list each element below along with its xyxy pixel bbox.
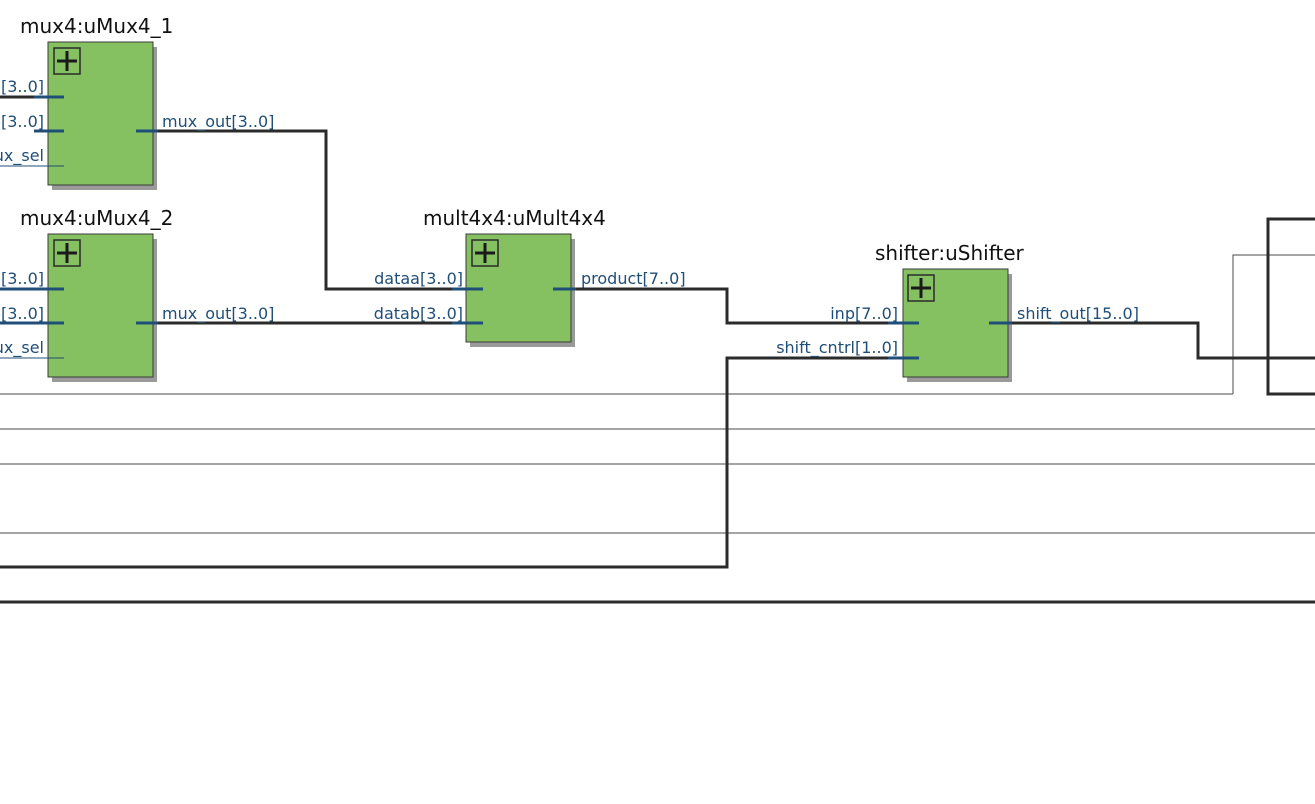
bus-wire-right-loop — [1266, 217, 1315, 396]
port-label-dataa: dataa[3..0] — [374, 269, 463, 288]
port-label-b: b[3..0] — [0, 304, 44, 323]
plus-icon[interactable] — [53, 239, 81, 267]
port-label-mux-sel: mux_sel — [0, 338, 44, 358]
port-label-mux-out: mux_out[3..0] — [162, 112, 274, 132]
block-shifter-ushifter[interactable]: shifter:uShifter inp[7..0] shift_cntrl[1… — [776, 241, 1139, 382]
port-label-datab: datab[3..0] — [374, 304, 463, 323]
thin-wire — [1232, 254, 1315, 394]
block-title: mux4:uMux4_2 — [20, 206, 173, 230]
port-label-mux-out: mux_out[3..0] — [162, 304, 274, 324]
port-label-a: a[3..0] — [0, 77, 44, 96]
port-label-mux-sel: mux_sel — [0, 146, 44, 166]
block-title: shifter:uShifter — [875, 241, 1025, 265]
block-title: mux4:uMux4_1 — [20, 14, 173, 38]
port-label-a: a[3..0] — [0, 269, 44, 288]
block-mux4-umux4-2[interactable]: mux4:uMux4_2 a[3..0] b[3..0] mux_sel mux… — [0, 206, 274, 382]
block-mult4x4-umult4x4[interactable]: mult4x4:uMult4x4 dataa[3..0] datab[3..0]… — [374, 206, 686, 347]
bus-wire-mux1-to-mult — [156, 129, 466, 291]
plus-icon[interactable] — [907, 274, 935, 302]
bus-wire-shift-out — [1008, 321, 1315, 360]
bus-wire-shift-cntrl — [0, 356, 903, 569]
block-mux4-umux4-1[interactable]: mux4:uMux4_1 a[3..0] b[3..0] mux_sel mux… — [0, 14, 274, 190]
port-label-b: b[3..0] — [0, 112, 44, 131]
port-label-product: product[7..0] — [581, 269, 686, 288]
port-label-shift-out: shift_out[15..0] — [1017, 304, 1139, 324]
bus-wire-mult-to-shifter — [572, 287, 903, 325]
block-title: mult4x4:uMult4x4 — [423, 206, 606, 230]
port-label-inp: inp[7..0] — [830, 304, 898, 323]
port-label-shift-cntrl: shift_cntrl[1..0] — [776, 338, 898, 358]
plus-icon[interactable] — [471, 239, 499, 267]
plus-icon[interactable] — [53, 47, 81, 75]
wires — [0, 95, 1315, 604]
